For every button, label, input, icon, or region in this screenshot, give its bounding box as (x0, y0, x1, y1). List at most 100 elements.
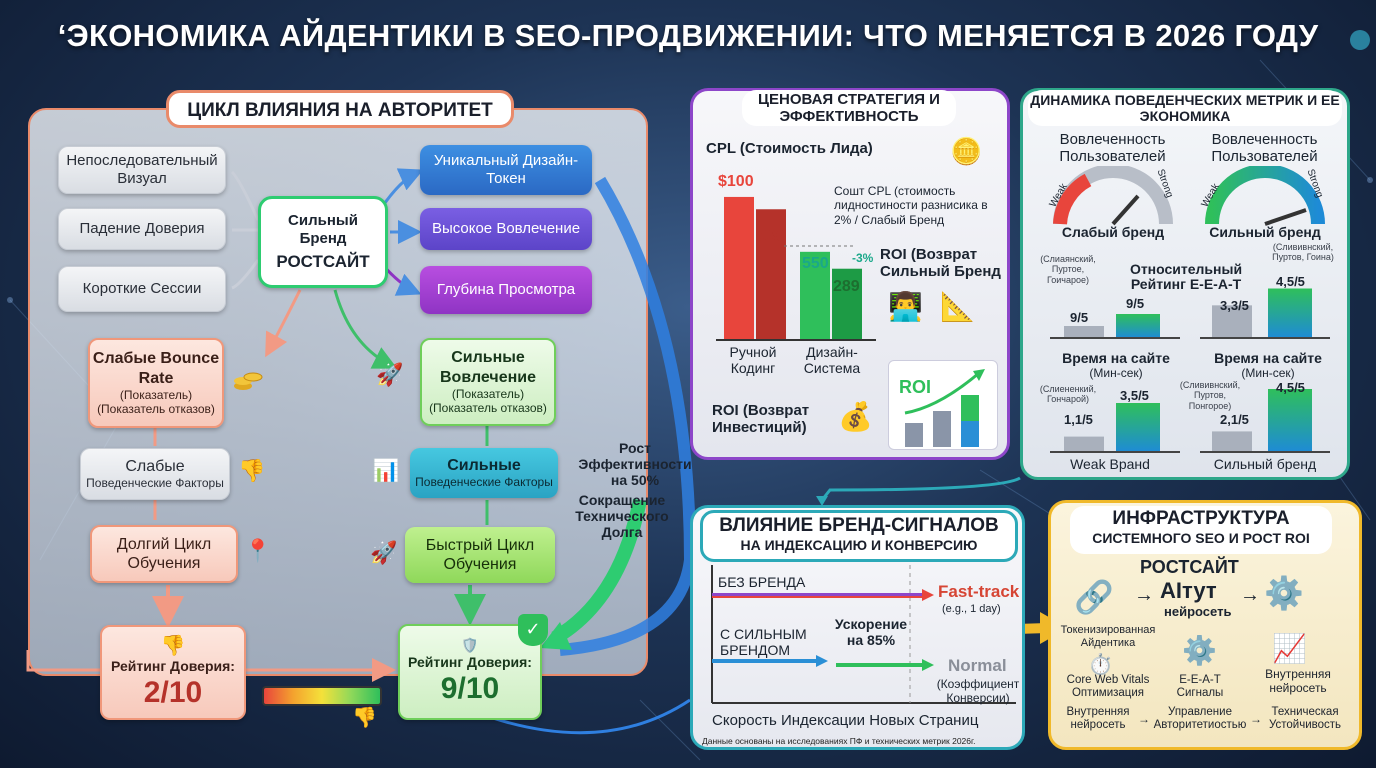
page-title: ‘ЭКОНОМИКА АЙДЕНТИКИ В SEO-ПРОДВИЖЕНИИ: … (57, 18, 1319, 53)
time-weak-high: 3,5/5 (1120, 388, 1149, 403)
cpl-label: CPL (Стоимость Лида) (706, 140, 873, 157)
roi-chart-label: ROI (899, 377, 932, 397)
developer-icon: 👨‍💻 (888, 291, 923, 322)
strong-pf-box: Сильные Поведенческие Факторы (410, 448, 558, 498)
bar-label-289: 289 (833, 278, 860, 295)
design-tools-icon: 📐 (940, 291, 975, 322)
time-weak-low: 1,1/5 (1064, 412, 1093, 427)
time-sub-left: (Мин-сек) (1089, 366, 1143, 380)
time-strong-high: 4,5/5 (1276, 380, 1305, 395)
eeat-weak-low-bar (1064, 326, 1104, 338)
bar-label-550: 550 (802, 255, 829, 272)
trust-scale-bar (262, 686, 382, 706)
cpl-bar-chart (716, 196, 876, 341)
design-token-box: Уникальный Дизайн-Токен (420, 145, 592, 195)
analytics-icon: 📊 (372, 458, 400, 483)
coins-icon-2: 🪙 (950, 136, 983, 166)
time-strong-low: 2,1/5 (1220, 412, 1249, 427)
price-header: ЦЕНОВАЯ СТРАТЕГИЯ И ЭФФЕКТИВНОСТЬ (742, 90, 956, 126)
growth-text: Рост Эффективности на 50% (578, 440, 692, 489)
strong-brand-badge: Сильный Бренд РОСТСАЙТ (258, 196, 388, 288)
bar-label-530: 530 (758, 228, 785, 245)
thumbs-down-icon-3: 👎 (352, 707, 377, 729)
gauge-title-right: Вовлеченность Пользователей (1211, 131, 1318, 165)
fast-track-label: Fast-track (938, 582, 1020, 601)
roi-invest-label: ROI (Возврат Инвестиций) (712, 402, 810, 437)
indexation-axis-label: Скорость Индексации Новых Страниц (712, 712, 979, 729)
gears-icon: ⚙️ (1264, 575, 1304, 611)
trust-high-value: 9/10 (440, 671, 500, 705)
tokenized-label: Токенизированная Айдентика (1060, 624, 1156, 649)
cpl-note: Сошт CPL (стоимость лидностиности разнис… (834, 184, 988, 227)
network-nodes-icon: 🔗 (1074, 579, 1114, 615)
note-left-1: (Слиаянский, Пуртое, Гоичарое) (1040, 254, 1096, 285)
shield-icon: 🛡️ (461, 637, 479, 654)
eeat-strong-high: 4,5/5 (1276, 274, 1305, 289)
rocket-icon-2: 🚀 (370, 540, 398, 565)
roi-mini-chart: ROI (888, 360, 998, 450)
check-shield-icon: ✓ (518, 614, 548, 646)
dynamics-bars (1050, 288, 1330, 453)
eeat-strong-low: 3,3/5 (1220, 298, 1249, 313)
eeat-weak-low: 9/5 (1070, 310, 1089, 325)
infra-header: ИНФРАСТРУКТУРА СИСТЕМНОГО SEO И РОСТ ROI (1070, 506, 1332, 554)
eeat-strong-low-bar (1212, 305, 1252, 338)
trust-low-card: 👎 Рейтинг Доверия: 2/10 (100, 625, 246, 720)
strong-engagement-box: Сильные Вовлечение (Показатель) (Показат… (420, 338, 556, 426)
brand-line2: Бренд (299, 229, 347, 247)
speedometer-icon: ⏱️ (1088, 654, 1113, 676)
inner-network-label-1: Внутренняя нейросеть (1265, 667, 1331, 695)
gauge-strong-brand: Сильный бренд (1209, 224, 1321, 240)
tech-label: Техническая Устойчивость (1268, 706, 1342, 732)
rocket-icon: 🚀 (376, 362, 404, 387)
long-cycle-box: Долгий Цикл Обучения (90, 525, 238, 583)
time-strong-high-bar (1268, 389, 1312, 452)
note-left-2: (Слиененкий, Гончарой) (1039, 384, 1097, 405)
cat-design: Дизайн-Система (803, 344, 861, 377)
weak-bounce-box: Слабые Bounce Rate (Показатель) (Показат… (88, 338, 224, 428)
gauge-strong (1205, 166, 1325, 226)
cwv-label: Core Web Vitals Оптимизация (1066, 674, 1150, 700)
bar-design-289 (832, 268, 862, 340)
weak-item-sessions: Короткие Сессии (58, 266, 226, 312)
delta-label: -3% (852, 251, 874, 265)
dynamics-header: ДИНАМИКА ПОВЕДЕНЧЕСКИХ МЕТРИК И ЕЕ ЭКОНО… (1028, 90, 1342, 126)
trust-high-card: 🛡️ Рейтинг Доверия: 9/10 (398, 624, 542, 720)
eeat-strong-high-bar (1268, 288, 1312, 338)
bar-manual-530 (756, 209, 786, 340)
source-note: Данные основаны на исследованиях ПФ и те… (702, 736, 976, 746)
arrow-icon: → (1134, 584, 1154, 606)
ai-label: AIтут (1160, 578, 1217, 603)
time-title-left: Время на сайте (1062, 350, 1170, 366)
time-weak-high-bar (1116, 403, 1160, 452)
no-brand-label: БЕЗ БРЕНДА (718, 574, 806, 590)
infra-header-line1: ИНФРАСТРУКТУРА (1112, 508, 1290, 529)
brand-header: ВЛИЯНИЕ БРЕНД-СИГНАЛОВ НА ИНДЕКСАЦИЮ И К… (700, 510, 1018, 562)
brand-line1: Сильный (288, 211, 358, 229)
cycle-header: ЦИКЛ ВЛИЯНИЯ НА АВТОРИТЕТ (166, 90, 514, 128)
coins-icon (233, 368, 263, 392)
strong-eng-sub: (Показатель) (Показатель отказов) (429, 386, 547, 416)
roi-brand-label: ROI (Возврат Сильный Бренд (880, 246, 1001, 281)
ai-sub: нейросеть (1164, 604, 1232, 619)
strong-pf-sub: Поведенческие Факторы (415, 475, 553, 490)
gauge-weak-brand: Слабый бренд (1061, 224, 1165, 240)
cat-manual: Ручной Кодинг (729, 344, 777, 377)
note-right-2: (Слививнский, Пуртов, Понгорое) (1179, 380, 1241, 411)
weak-pf-box: Слабые Поведенческие Факторы (80, 448, 230, 500)
gauge-title-left: Вовлеченность Пользователей (1059, 131, 1166, 165)
trust-low-value: 2/10 (143, 675, 203, 709)
time-strong-low-bar (1212, 431, 1252, 452)
strong-pf-title: Сильные (447, 457, 521, 475)
weak-bounce-sub: (Показатель) (Показатель отказов) (97, 387, 215, 417)
trust-high-label: Рейтинг Доверия: (408, 654, 532, 670)
gauge-weak (1053, 166, 1173, 226)
bar-design-550 (800, 251, 830, 340)
arrow-icon-4: → (1250, 712, 1262, 726)
chart-growth-icon: 📈 (1272, 633, 1307, 664)
eeat-title: Относительный Рейтинг E-E-A-T (1129, 261, 1243, 293)
time-title-right: Время на сайте (1214, 350, 1322, 366)
view-depth-box: Глубина Просмотра (420, 266, 592, 314)
normal-label: Normal (948, 656, 1007, 675)
